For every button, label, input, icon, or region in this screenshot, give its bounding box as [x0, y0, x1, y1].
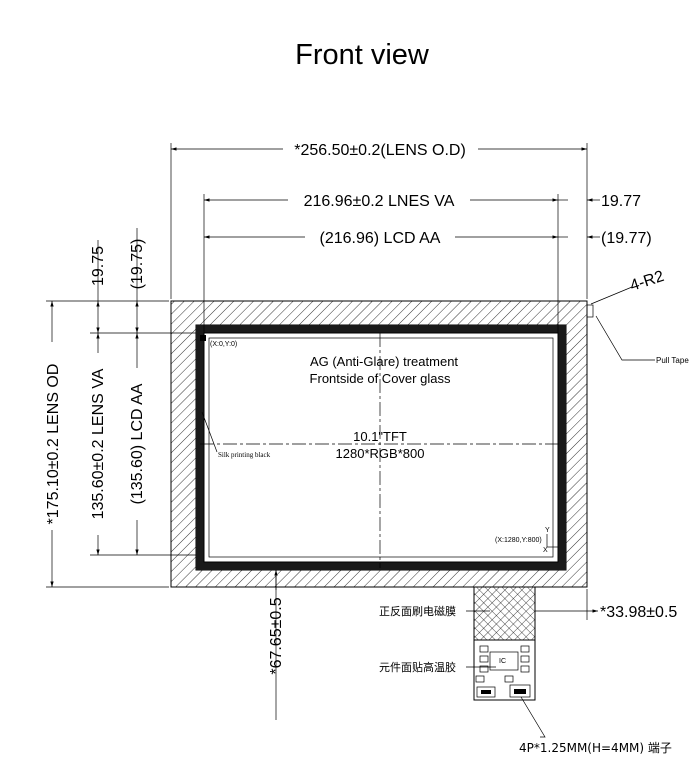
origin-coord: (X:0,Y:0): [210, 341, 237, 348]
lcd-aa-width-label: (216.96) LCD AA: [320, 230, 441, 247]
silk-printing-label: Silk printing black: [218, 451, 271, 459]
fpc-width-label: *33.98±0.5: [600, 604, 677, 621]
lens-od-width-label: *256.50±0.2(LENS O.D): [294, 142, 466, 159]
lens-va-height-dimension: 135.60±0.2 LENS VA 19.75: [90, 240, 107, 555]
connector-callout: 4P*1.25MM(H=4MM) 端子: [519, 696, 672, 755]
resolution-label: 1280*RGB*800: [336, 446, 425, 461]
top-margin-ref-label: (19.75): [129, 239, 146, 290]
emi-film-label: 正反面刷电磁膜: [379, 605, 456, 618]
fpc-offset-dimension: *67.65±0.5: [268, 570, 285, 720]
top-margin-label: 19.75: [90, 246, 107, 286]
lens-va-width-label: 216.96±0.2 LNES VA: [304, 193, 455, 210]
lens-va-width-dimension: 216.96±0.2 LNES VA 19.77: [203, 193, 641, 333]
axis-x-label: X: [543, 547, 548, 554]
tft-size-label: 10.1"TFT: [353, 429, 407, 444]
silk-printing-leader: [201, 411, 218, 453]
treatment-note-line2: Frontside of Cover glass: [310, 371, 451, 386]
right-margin-label: 19.77: [601, 193, 641, 210]
axis-y-label: Y: [545, 527, 550, 534]
ic-label: IC: [499, 658, 506, 665]
lens-od-width-dimension: *256.50±0.2(LENS O.D): [170, 142, 588, 299]
corner-radius-label: 4-R2: [628, 268, 666, 295]
connector-label: 4P*1.25MM(H=4MM) 端子: [519, 741, 672, 755]
pull-tape-label: Pull Tape: [656, 356, 689, 365]
page-title: Front view: [295, 39, 430, 71]
end-coord: (X:1280,Y:800): [495, 537, 542, 544]
high-temp-tape-label: 元件面贴高温胶: [379, 660, 456, 674]
lens-od-height-dimension: *175.10±0.2 LENS OD: [45, 301, 62, 587]
axis-indicator: Y X: [543, 527, 558, 554]
cover-glass: [170, 300, 588, 588]
lcd-aa-width-dimension: (216.96) LCD AA (19.77): [204, 230, 652, 247]
fpc-width-dimension: *33.98±0.5: [535, 589, 677, 621]
fpc-tail: IC: [473, 586, 536, 701]
origin-marker: [200, 335, 206, 341]
high-temp-tape-callout: 元件面贴高温胶: [379, 660, 496, 674]
pull-tape-callout: Pull Tape: [586, 304, 689, 365]
corner-radius-callout: 4-R2: [590, 268, 666, 305]
lens-od-height-label: *175.10±0.2 LENS OD: [45, 364, 62, 525]
right-margin-ref-label: (19.77): [601, 230, 652, 247]
fpc-offset-label: *67.65±0.5: [268, 597, 285, 674]
emi-film-callout: 正反面刷电磁膜: [379, 605, 490, 618]
lcd-aa-height-label: (135.60) LCD AA: [129, 383, 146, 504]
vertical-extension-lines: [46, 300, 196, 588]
lcd-aa-height-dimension: (135.60) LCD AA (19.75): [129, 228, 146, 555]
treatment-note-line1: AG (Anti-Glare) treatment: [310, 354, 458, 369]
lens-va-height-label: 135.60±0.2 LENS VA: [90, 368, 107, 519]
